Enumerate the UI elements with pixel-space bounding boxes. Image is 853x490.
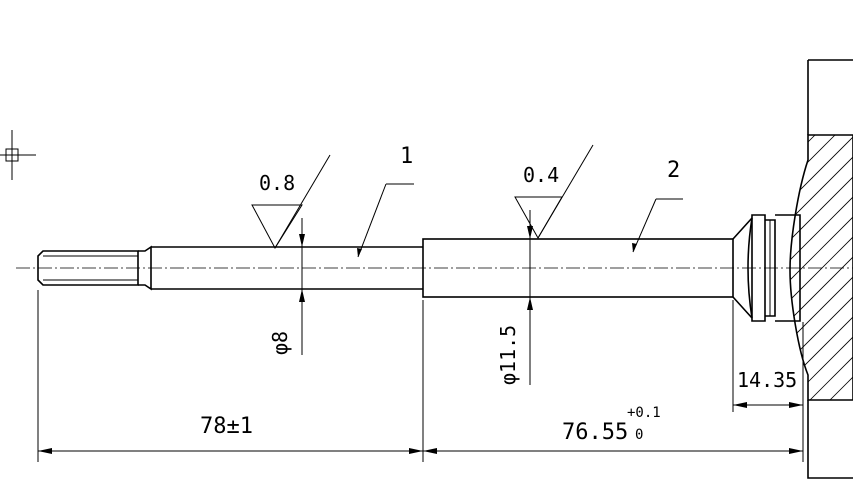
length-2-tol-upper: +0.1 (627, 405, 661, 421)
dimension-diameter-large: φ11.5 (496, 210, 533, 385)
part-number-1: 1 (400, 144, 413, 169)
shaft (37, 214, 801, 322)
dimension-length-3: 14.35 (733, 368, 803, 408)
roughness-value-1: 0.8 (259, 171, 295, 195)
housing (789, 59, 853, 479)
crosshair-cursor-icon (0, 130, 36, 180)
part-leader-2: 2 (632, 158, 683, 253)
length-3-label: 14.35 (737, 368, 797, 392)
roughness-value-2: 0.4 (523, 163, 559, 187)
roughness-symbol-1: 0.8 (251, 154, 331, 249)
diameter-small-label: φ8 (268, 331, 292, 355)
part-leader-1: 1 (357, 144, 414, 258)
length-1-label: 78±1 (200, 414, 253, 439)
diameter-large-label: φ11.5 (496, 325, 520, 385)
length-2-tol-lower: 0 (635, 427, 643, 443)
part-number-2: 2 (667, 158, 680, 183)
dimension-diameter-small: φ8 (268, 218, 305, 355)
dimension-length-1: 78±1 (38, 414, 423, 454)
roughness-symbol-2: 0.4 (514, 144, 594, 240)
length-2-label: 76.55 (562, 420, 628, 445)
dimension-length-2: 76.55 +0.1 0 (423, 405, 803, 454)
